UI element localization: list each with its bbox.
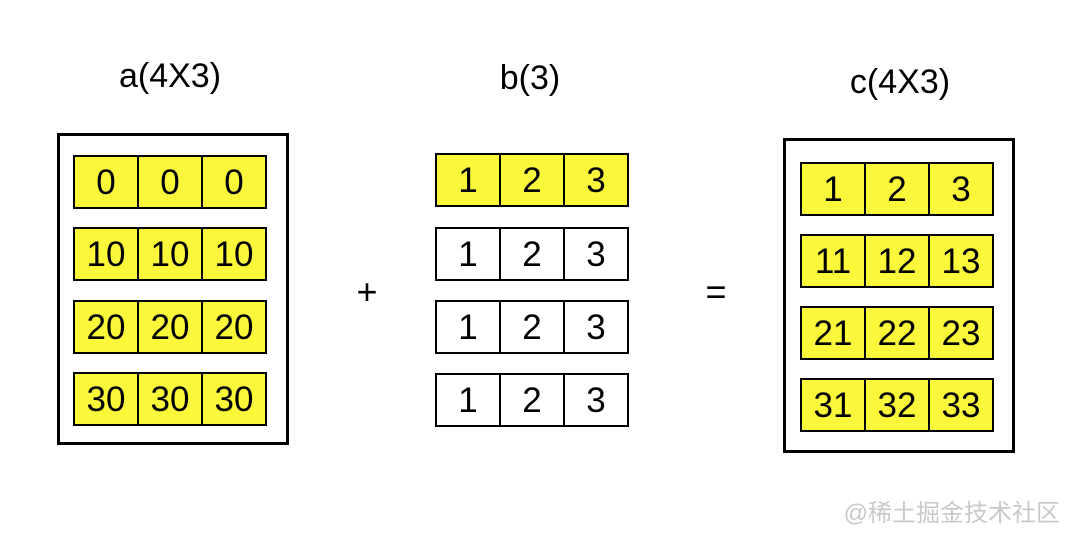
matrix-c-cell: 33 <box>930 378 994 432</box>
matrix-c-cell: 32 <box>866 378 930 432</box>
matrix-a-row: 10 10 10 <box>73 227 267 281</box>
matrix-a-row: 0 0 0 <box>73 155 267 209</box>
matrix-c-cell: 22 <box>866 306 930 360</box>
matrix-c-outline <box>783 138 1015 453</box>
matrix-a-cell: 10 <box>139 227 203 281</box>
matrix-a-cell: 20 <box>73 300 139 354</box>
matrix-a-cell: 10 <box>203 227 267 281</box>
matrix-b-cell: 1 <box>435 153 501 207</box>
matrix-c-cell: 31 <box>800 378 866 432</box>
matrix-b-cell: 3 <box>565 153 629 207</box>
equals-operator: = <box>705 271 727 312</box>
matrix-b-cell: 3 <box>565 227 629 281</box>
matrix-a-cell: 0 <box>73 155 139 209</box>
matrix-a-title: a(4X3) <box>118 57 222 95</box>
matrix-c-cell: 1 <box>800 162 866 216</box>
matrix-c-cell: 12 <box>866 234 930 288</box>
matrix-c-row: 11 12 13 <box>800 234 994 288</box>
matrix-b-cell: 1 <box>435 373 501 427</box>
matrix-a-cell: 30 <box>73 372 139 426</box>
matrix-b-cell: 1 <box>435 300 501 354</box>
matrix-c-row: 21 22 23 <box>800 306 994 360</box>
matrix-b-cell: 2 <box>501 153 565 207</box>
matrix-a-row: 30 30 30 <box>73 372 267 426</box>
watermark: @稀土掘金技术社区 <box>843 500 1060 527</box>
matrix-c-cell: 13 <box>930 234 994 288</box>
matrix-b-cell: 2 <box>501 300 565 354</box>
matrix-a-cell: 0 <box>139 155 203 209</box>
matrix-b-cell: 1 <box>435 227 501 281</box>
matrix-b-row: 1 2 3 <box>435 153 629 207</box>
matrix-b-row: 1 2 3 <box>435 227 629 281</box>
matrix-c-cell: 21 <box>800 306 866 360</box>
matrix-a-cell: 30 <box>203 372 267 426</box>
plus-operator: + <box>356 271 378 312</box>
matrix-b-title: b(3) <box>499 59 561 97</box>
matrix-a-row: 20 20 20 <box>73 300 267 354</box>
matrix-c-row: 31 32 33 <box>800 378 994 432</box>
matrix-c-title: c(4X3) <box>849 63 951 101</box>
matrix-a-cell: 20 <box>203 300 267 354</box>
matrix-b-cell: 2 <box>501 227 565 281</box>
matrix-b-cell: 3 <box>565 300 629 354</box>
matrix-b-row: 1 2 3 <box>435 373 629 427</box>
matrix-a-cell: 20 <box>139 300 203 354</box>
matrix-a-cell: 10 <box>73 227 139 281</box>
matrix-b-cell: 2 <box>501 373 565 427</box>
matrix-a-outline <box>57 133 289 445</box>
matrix-c-row: 1 2 3 <box>800 162 994 216</box>
matrix-a-cell: 30 <box>139 372 203 426</box>
matrix-c-cell: 23 <box>930 306 994 360</box>
matrix-c-cell: 3 <box>930 162 994 216</box>
matrix-c-cell: 11 <box>800 234 866 288</box>
matrix-a-cell: 0 <box>203 155 267 209</box>
matrix-b-row: 1 2 3 <box>435 300 629 354</box>
matrix-c-cell: 2 <box>866 162 930 216</box>
matrix-b-cell: 3 <box>565 373 629 427</box>
